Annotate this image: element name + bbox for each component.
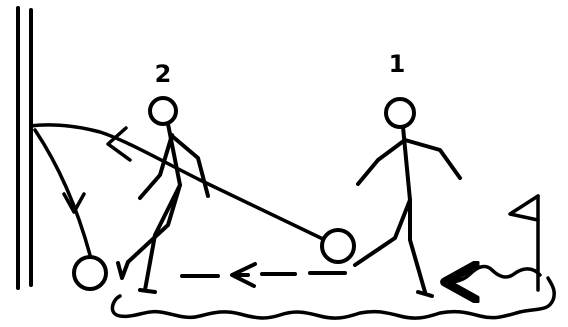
player-2-label: 2 xyxy=(155,60,172,88)
dribble-path xyxy=(112,278,554,318)
player-figure-icon xyxy=(355,99,460,296)
ball-icon xyxy=(322,230,354,262)
dribble-arrow xyxy=(448,267,540,282)
player-figure-icon xyxy=(118,98,208,292)
dashed-pass-arrow xyxy=(182,273,345,276)
wall-icon xyxy=(18,8,31,288)
ball-icon xyxy=(74,257,106,289)
player-1-label: 1 xyxy=(389,50,406,78)
rebound-line xyxy=(35,130,90,255)
